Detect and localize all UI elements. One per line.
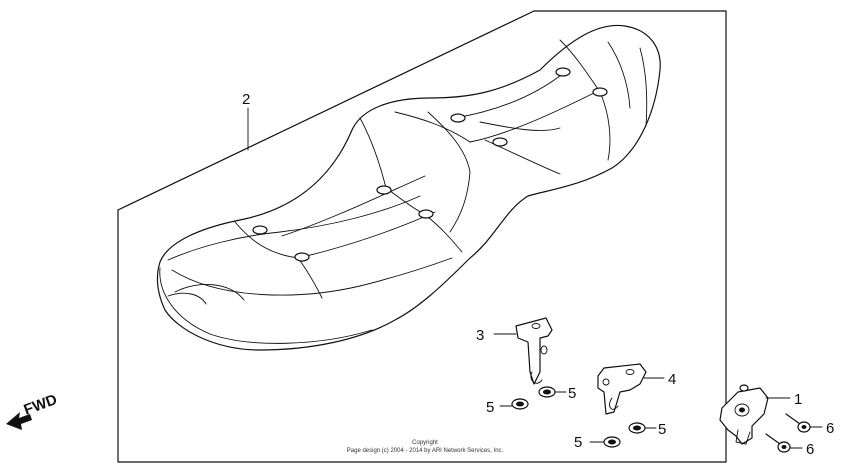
callout-bolt-1[interactable]: 6 bbox=[826, 420, 834, 437]
assembly-boundary bbox=[117, 10, 727, 463]
callout-collar-1[interactable]: 5 bbox=[486, 399, 494, 416]
bracket-left-drawing bbox=[515, 317, 553, 385]
collar-drawing-2 bbox=[538, 386, 556, 398]
forward-arrow-icon bbox=[6, 412, 32, 430]
callout-collar-4[interactable]: 5 bbox=[574, 434, 582, 451]
callout-collar-3[interactable]: 5 bbox=[658, 421, 666, 438]
collar-drawing-3 bbox=[628, 422, 646, 434]
copyright-line-1: Copyright bbox=[412, 440, 438, 446]
callout-collar-2[interactable]: 5 bbox=[568, 385, 576, 402]
seat-lock-drawing bbox=[719, 384, 769, 445]
callout-seat[interactable]: 2 bbox=[242, 91, 250, 108]
callout-bracket-right[interactable]: 4 bbox=[668, 371, 676, 388]
callout-bolt-2[interactable]: 6 bbox=[806, 441, 814, 458]
seat-drawing bbox=[156, 24, 661, 351]
bolt-drawing-1 bbox=[785, 413, 811, 433]
forward-label: FWD bbox=[22, 391, 60, 419]
callout-seat-lock[interactable]: 1 bbox=[794, 391, 802, 408]
bolt-drawing-2 bbox=[765, 433, 791, 453]
collar-drawing-4 bbox=[603, 436, 621, 448]
forward-direction-indicator: FWD bbox=[6, 391, 60, 430]
collar-drawing-1 bbox=[511, 398, 529, 410]
copyright-line-2: Page design (c) 2004 - 2014 by ARI Netwo… bbox=[347, 448, 504, 454]
bracket-right-drawing bbox=[597, 363, 647, 415]
callout-bracket-left[interactable]: 3 bbox=[476, 327, 484, 344]
